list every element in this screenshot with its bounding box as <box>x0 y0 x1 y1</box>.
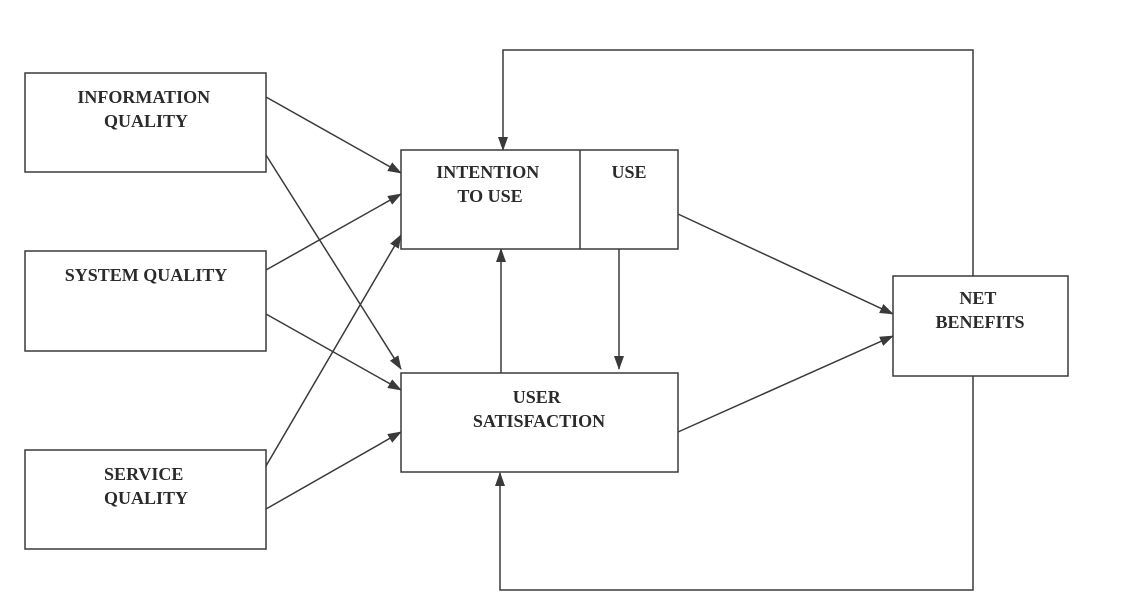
node-label-line: SERVICE <box>104 464 183 484</box>
node-label-line: SYSTEM QUALITY <box>65 265 228 285</box>
node-box <box>400 149 679 250</box>
edge-information-quality-to-user-satisfaction <box>265 154 402 370</box>
edge-net-benefits-to-user-satisfaction <box>495 376 974 591</box>
node-user-satisfaction: USER SATISFACTION <box>400 372 679 473</box>
node-box <box>24 250 267 352</box>
edge-user-satisfaction-to-net-benefits <box>677 335 894 433</box>
edge-system-quality-to-user-satisfaction <box>265 313 402 391</box>
node-label-line: QUALITY <box>104 111 188 131</box>
edge-service-quality-to-intention-to-use <box>265 234 402 467</box>
node-system-quality: SYSTEM QUALITY <box>24 250 267 352</box>
node-label: NET BENEFITS <box>935 288 1024 332</box>
node-box <box>24 449 267 550</box>
edge-use-to-net-benefits <box>677 213 894 315</box>
node-label: SYSTEM QUALITY <box>65 265 228 285</box>
node-box <box>892 275 1069 377</box>
node-use: USE <box>611 162 646 182</box>
edge-service-quality-to-user-satisfaction <box>265 431 402 510</box>
node-label-line: SATISFACTION <box>473 411 605 431</box>
node-label: USER SATISFACTION <box>473 387 605 431</box>
node-label: SERVICE QUALITY <box>104 464 188 508</box>
node-service-quality: SERVICE QUALITY <box>24 449 267 550</box>
node-label-line: INTENTION <box>436 162 539 182</box>
edge-net-benefits-to-intention-to-use <box>498 49 974 276</box>
node-label-line: INFORMATION <box>77 87 210 107</box>
node-label-line: NET <box>959 288 996 308</box>
node-label-line: BENEFITS <box>935 312 1024 332</box>
node-intention-use-group: INTENTION TO USE USE <box>400 149 679 250</box>
node-label: INFORMATION QUALITY <box>77 87 214 131</box>
node-net-benefits: NET BENEFITS <box>892 275 1069 377</box>
edges-layer <box>265 49 974 591</box>
edge-information-quality-to-intention-to-use <box>265 96 402 174</box>
node-label: INTENTION TO USE <box>436 162 544 206</box>
node-box <box>24 72 267 173</box>
node-label-line: USER <box>513 387 562 407</box>
edge-system-quality-to-intention-to-use <box>265 193 402 271</box>
node-information-quality: INFORMATION QUALITY <box>24 72 267 173</box>
node-box <box>400 372 679 473</box>
node-label-line: QUALITY <box>104 488 188 508</box>
node-label: USE <box>611 162 646 182</box>
node-intention-to-use: INTENTION TO USE <box>436 162 544 206</box>
node-label-line: TO USE <box>457 186 522 206</box>
node-label-line: USE <box>611 162 646 182</box>
